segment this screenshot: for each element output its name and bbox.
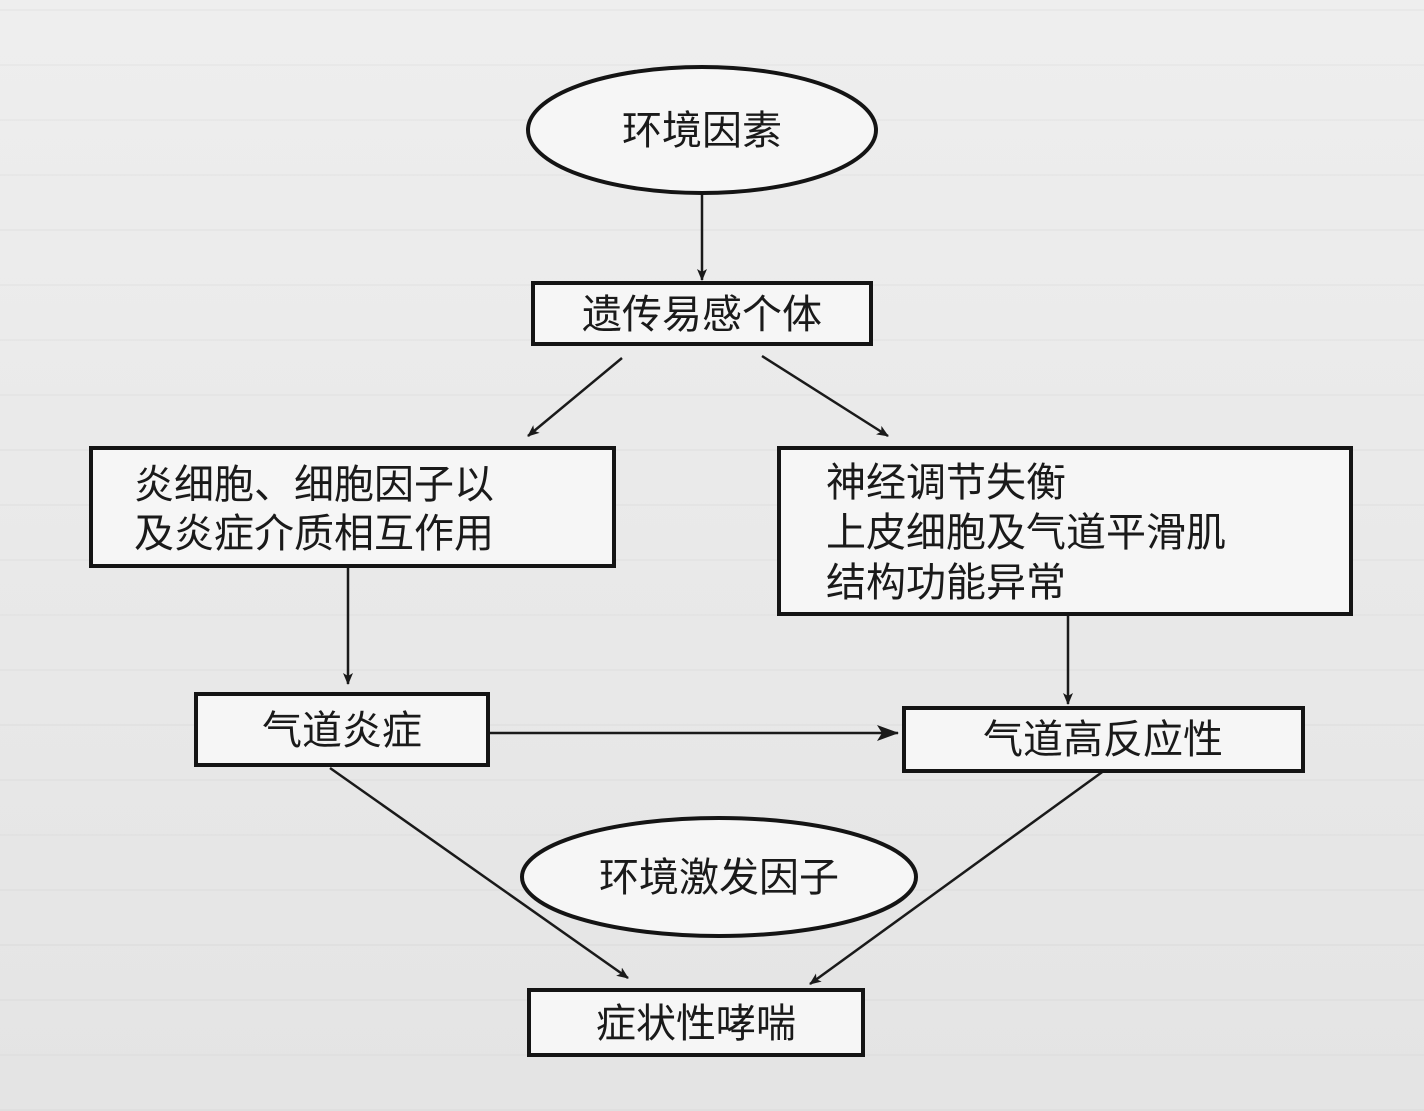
node-inflammation-interaction-line-1: 炎细胞、细胞因子以 [134,462,494,508]
node-inflammation-interaction-line-2: 及炎症介质相互作用 [134,511,494,557]
node-environmental-triggers: 环境激发因子 [520,816,918,938]
node-airway-hyperresponsiveness-label: 气道高反应性 [983,717,1223,763]
node-genetic-susceptible-label: 遗传易感个体 [582,292,822,338]
node-neural-dysregulation-line-2: 上皮细胞及气道平滑肌 [826,510,1226,556]
node-airway-inflammation-label: 气道炎症 [262,708,422,754]
arrow-genetic-to-neural [761,354,889,438]
node-neural-dysregulation: 神经调节失衡 上皮细胞及气道平滑肌 结构功能异常 [777,446,1353,616]
node-genetic-susceptible: 遗传易感个体 [531,281,873,346]
arrow-hyperresponsiveness-to-wheezing [809,768,1106,986]
node-neural-dysregulation-line-1: 神经调节失衡 [826,460,1066,506]
node-environment-factors: 环境因素 [526,65,878,195]
node-airway-inflammation: 气道炎症 [194,692,490,767]
arrow-genetic-to-inflammation [527,357,623,437]
node-neural-dysregulation-line-3: 结构功能异常 [826,560,1066,606]
node-airway-hyperresponsiveness: 气道高反应性 [902,706,1305,773]
node-symptomatic-wheezing-label: 症状性哮喘 [596,1001,796,1047]
node-symptomatic-wheezing: 症状性哮喘 [527,988,865,1057]
node-environment-factors-label: 环境因素 [622,108,782,154]
node-environmental-triggers-label: 环境激发因子 [599,855,839,901]
node-inflammation-interaction: 炎细胞、细胞因子以 及炎症介质相互作用 [89,446,616,568]
arrow-airway-inflammation-to-wheezing [329,766,629,980]
